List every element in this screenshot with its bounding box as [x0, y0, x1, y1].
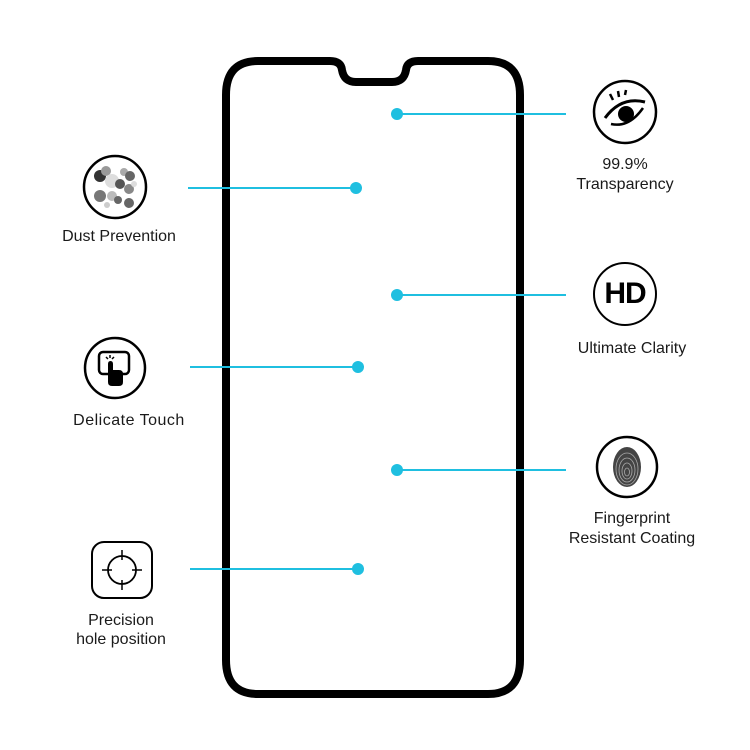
connector-dot-hd: [391, 289, 403, 301]
precision-label-line1: Precision: [88, 612, 154, 629]
connector-line-transparency: [398, 113, 566, 115]
transparency-label-line1: 99.9%: [602, 156, 648, 173]
connector-line-precision: [190, 568, 358, 570]
eye-icon: [592, 79, 658, 145]
ultimate-clarity-label: Ultimate Clarity: [577, 340, 687, 357]
dust-particles-icon: [82, 154, 148, 220]
connector-dot-touch: [352, 361, 364, 373]
precision-label-line2: hole position: [76, 631, 166, 648]
crosshair-icon: [91, 541, 153, 599]
connector-line-dust: [188, 187, 356, 189]
connector-dot-precision: [352, 563, 364, 575]
connector-dot-transparency: [391, 108, 403, 120]
connector-dot-fingerprint: [391, 464, 403, 476]
touch-screen-icon: [83, 336, 147, 400]
transparency-label-line2: Transparency: [576, 176, 674, 193]
hd-icon-text: HD: [604, 277, 646, 310]
connector-line-fingerprint: [398, 469, 566, 471]
fingerprint-icon: [595, 435, 659, 499]
delicate-touch-label: Delicate Touch: [73, 412, 185, 429]
fingerprint-label-line1: Fingerprint: [593, 510, 671, 527]
fingerprint-label-line2: Resistant Coating: [568, 530, 696, 547]
connector-line-touch: [190, 366, 358, 368]
connector-line-hd: [398, 294, 566, 296]
dust-prevention-label: Dust Prevention: [62, 228, 176, 245]
connector-dot-dust: [350, 182, 362, 194]
hd-icon: HD: [593, 262, 657, 326]
